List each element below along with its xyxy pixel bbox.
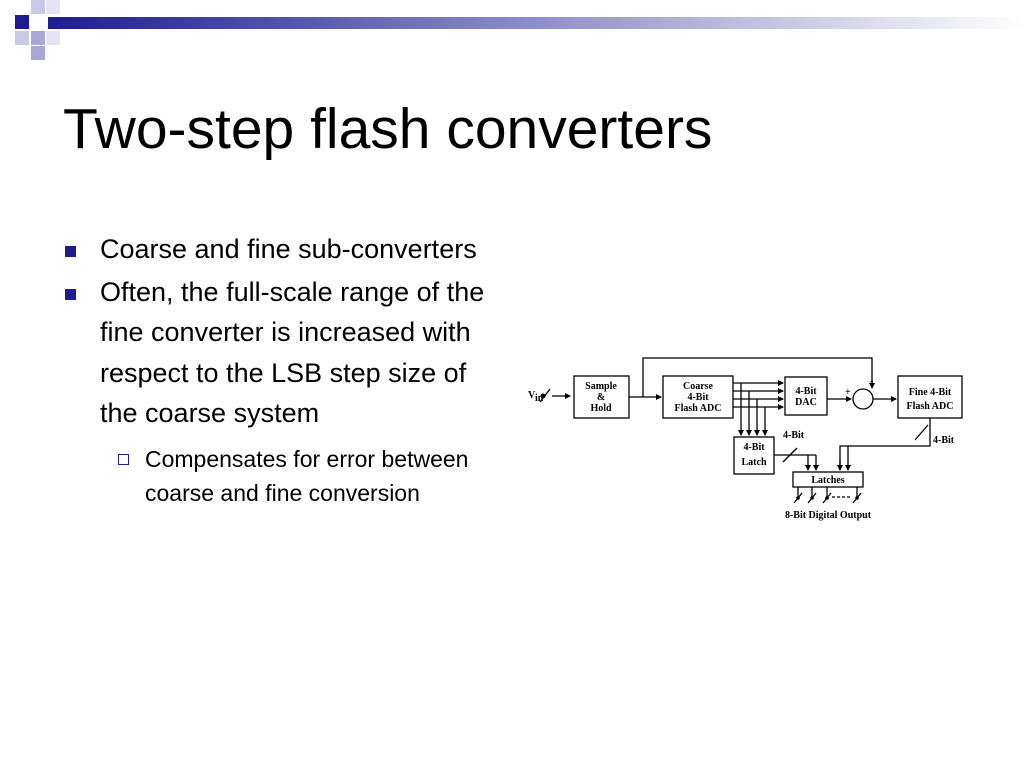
bullet-item: Often, the full-scale range of the fine … [62, 272, 502, 510]
latches-block [792, 471, 864, 488]
bullet-item: Coarse and fine sub-converters [62, 229, 502, 270]
latches-label: Latches [811, 475, 844, 486]
bullet-list: Coarse and fine sub-converters Often, th… [62, 229, 502, 512]
fine-adc-label: Fine 4-Bit [909, 387, 952, 398]
vin-label: V [528, 390, 536, 401]
sample-hold-label: & [597, 392, 605, 403]
square-bullet-icon [65, 246, 76, 257]
dac-block [784, 376, 828, 416]
sub-bullet-list: Compensates for error between coarse and… [100, 442, 502, 510]
dac-label: DAC [795, 397, 817, 408]
sub-bullet-text: Compensates for error between coarse and… [145, 445, 469, 506]
fine-adc-label: Flash ADC [907, 401, 954, 412]
output-label: 8-Bit Digital Output [785, 510, 872, 521]
coarse-adc-block [662, 375, 734, 419]
corner-decoration [0, 0, 1024, 60]
summer-node [852, 388, 874, 410]
hollow-square-bullet-icon [118, 453, 129, 465]
bullet-text: Coarse and fine sub-converters [100, 234, 477, 264]
coarse-adc-label: Flash ADC [675, 403, 722, 414]
latch-label: 4-Bit [743, 442, 765, 453]
two-step-flash-adc-diagram: V in Sample & Hold Coarse 4-Bit Flash AD… [528, 357, 963, 521]
sub-bullet-item: Compensates for error between coarse and… [100, 442, 502, 510]
coarse-adc-label: Coarse [683, 381, 714, 392]
bus-label-latch: 4-Bit [783, 430, 805, 441]
bullet-text: Often, the full-scale range of the fine … [100, 276, 485, 429]
slide-title: Two-step flash converters [63, 97, 713, 161]
summer-minus-label: - [870, 376, 873, 387]
latch-label: Latch [742, 457, 767, 468]
dac-label: 4-Bit [795, 386, 817, 397]
square-bullet-icon [65, 288, 76, 300]
summer-plus-label: + [845, 387, 851, 398]
coarse-adc-label: 4-Bit [687, 392, 709, 403]
vin-subscript: in [535, 393, 544, 404]
sample-hold-label: Sample [585, 381, 617, 392]
sample-hold-label: Hold [590, 403, 612, 414]
bus-label-fine: 4-Bit [933, 435, 955, 446]
